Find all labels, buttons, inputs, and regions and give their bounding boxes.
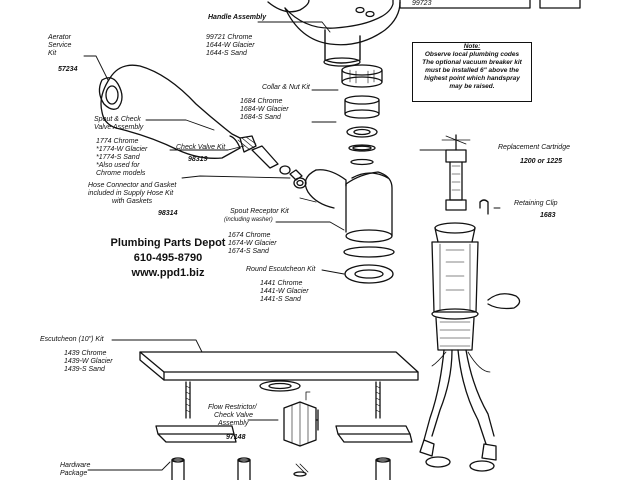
handle-assembly-part-1: 99721 Chrome xyxy=(206,34,253,41)
spout-check-title-2: Valve Assembly xyxy=(94,124,144,131)
spout-check-part-2: *1774-W Glacier xyxy=(96,146,148,153)
spout-receptor-part-3: 1674-S Sand xyxy=(228,248,269,255)
note-line-4: highest point which handspray xyxy=(424,75,520,82)
collar-nut-part-1: 1684 Chrome xyxy=(240,98,283,105)
spout-receptor-subtitle: (including washer) xyxy=(224,217,273,223)
gasket-plates-icon xyxy=(155,425,413,443)
collar-nut-part-3: 1684-S Sand xyxy=(240,114,281,121)
escutcheon-plate-icon xyxy=(139,351,419,392)
spout-check-note-1: *Also used for xyxy=(96,162,140,169)
note-line-3: must be installed 6" above the xyxy=(425,67,519,74)
cartridge-icon xyxy=(441,134,471,211)
plumbing-parts-phone: 610-495-8790 xyxy=(133,252,203,264)
collar-nut-icon xyxy=(341,64,383,166)
replacement-cartridge-part: 1200 or 1225 xyxy=(520,158,563,165)
hose-connector-line-2: included in Supply Hose Kit xyxy=(88,190,174,197)
note-line-1: Observe local plumbing codes xyxy=(424,51,520,58)
spout-receptor-part-2: 1674-W Glacier xyxy=(228,240,277,247)
flow-restrictor-line-2: Check Valve xyxy=(214,412,254,419)
plumbing-parts-url[interactable]: www.ppd1.biz xyxy=(131,267,205,279)
replacement-cartridge-title: Replacement Cartridge xyxy=(498,144,570,151)
escutcheon-kit-title: Escutcheon (10") Kit xyxy=(40,336,104,343)
handle-assembly-part-2: 1644-W Glacier xyxy=(206,42,255,49)
hardware-label-2: Package xyxy=(60,470,88,477)
handle-assembly-part-3: 1644-S Sand xyxy=(206,50,247,57)
handle-assembly-title: Handle Assembly xyxy=(208,14,267,21)
spout-check-note-2: Chrome models xyxy=(96,170,146,177)
round-escutcheon-part-3: 1441-S Sand xyxy=(260,296,301,303)
check-valve-kit-title: Check Valve Kit xyxy=(176,144,226,151)
spout-receptor-title: Spout Receptor Kit xyxy=(230,208,289,215)
plumbing-parts-name: Plumbing Parts Depot xyxy=(110,237,226,249)
spout-check-title-1: Spout & Check xyxy=(94,116,141,123)
top-right-part-number: 99723 xyxy=(412,0,432,7)
aerator-label-1: Aerator xyxy=(48,34,71,41)
escutcheon-kit-part-2: 1439-W Glacier xyxy=(64,358,113,365)
aerator-label-3: Kit xyxy=(48,50,57,57)
spout-check-part-1: 1774 Chrome xyxy=(96,138,139,145)
aerator-part-number: 57234 xyxy=(58,66,78,73)
note-heading: Note: xyxy=(463,43,481,50)
spout-check-part-3: *1774-S Sand xyxy=(96,154,140,161)
round-escutcheon-part-1: 1441 Chrome xyxy=(260,280,303,287)
flow-restrictor-part: 97148 xyxy=(226,434,246,441)
flow-restrictor-icon xyxy=(283,391,319,447)
hardware-icon xyxy=(171,457,391,480)
spray-head-icon xyxy=(98,64,257,159)
note-line-5: may be raised. xyxy=(449,83,495,90)
hose-connector-part: 98314 xyxy=(158,210,178,217)
supply-hoses-icon xyxy=(419,349,497,472)
hose-connector-line-3: with Gaskets xyxy=(112,198,153,205)
note-box: Note: Observe local plumbing codes The o… xyxy=(412,42,532,102)
aerator-label-2: Service xyxy=(48,42,72,49)
valve-body-icon xyxy=(431,222,521,351)
handle-icon xyxy=(267,0,401,67)
note-line-2: The optional vacuum breaker kit xyxy=(422,59,522,66)
round-escutcheon-title: Round Escutcheon Kit xyxy=(246,266,316,273)
collar-nut-part-2: 1684-W Glacier xyxy=(240,106,289,113)
retaining-clip-title: Retaining Clip xyxy=(514,200,558,207)
flow-restrictor-line-1: Flow Restrictor/ xyxy=(208,404,257,411)
check-valve-kit-part: 98319 xyxy=(188,156,208,163)
spout-body-icon xyxy=(304,169,395,284)
retaining-clip-icon xyxy=(479,199,489,215)
retaining-clip-part: 1683 xyxy=(540,212,556,219)
collar-nut-title: Collar & Nut Kit xyxy=(262,84,310,91)
escutcheon-kit-part-1: 1439 Chrome xyxy=(64,350,107,357)
hose-connector-line-1: Hose Connector and Gasket xyxy=(88,182,177,189)
check-valve-icon xyxy=(251,145,307,189)
mounting-studs-icon xyxy=(185,381,381,419)
round-escutcheon-part-2: 1441-W Glacier xyxy=(260,288,309,295)
spout-receptor-part-1: 1674 Chrome xyxy=(228,232,271,239)
hardware-label-1: Hardware xyxy=(60,462,91,469)
flow-restrictor-line-3: Assembly xyxy=(218,420,249,427)
escutcheon-kit-part-3: 1439-S Sand xyxy=(64,366,105,373)
